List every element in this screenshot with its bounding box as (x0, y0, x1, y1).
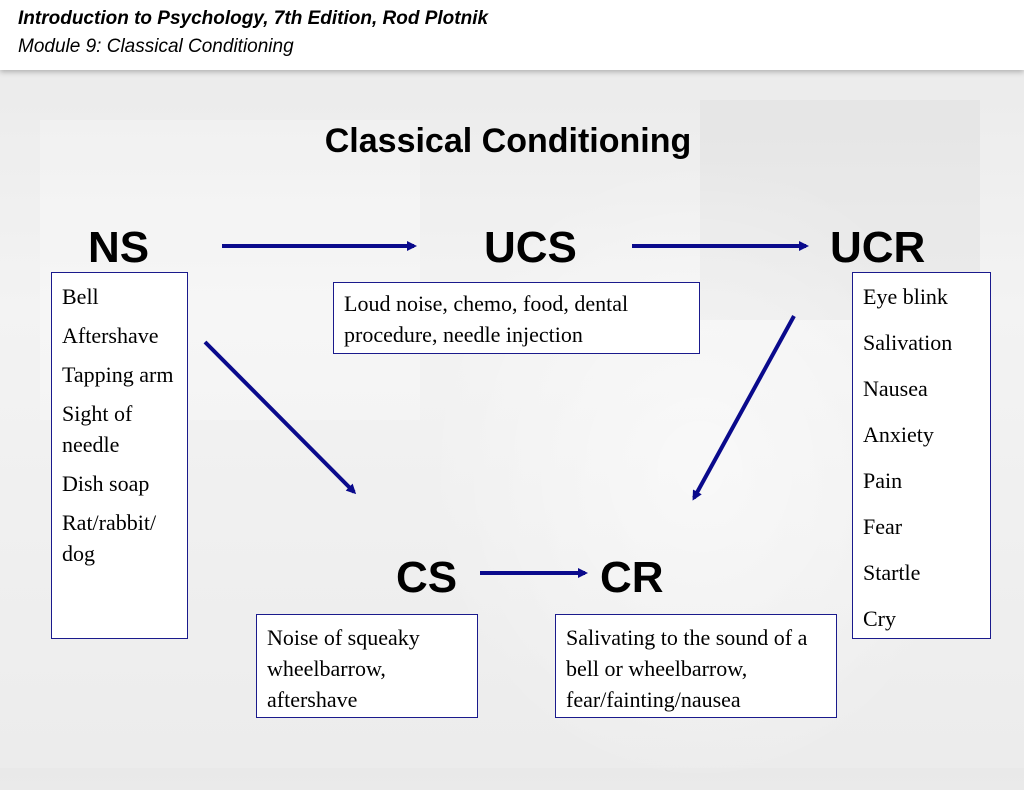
term-ns: NS (88, 223, 150, 272)
ucr-example: Cry (863, 606, 896, 631)
ns-example: Dish soap (62, 471, 150, 496)
ns-example: Sight of needle (62, 401, 133, 457)
ucr-example: Fear (863, 514, 903, 539)
ucr-example: Anxiety (863, 422, 934, 447)
ucr-example: Salivation (863, 330, 953, 355)
ucs-examples-box: Loud noise, chemo, food, dental procedur… (333, 282, 700, 354)
term-cs: CS (396, 553, 458, 602)
term-cr: CR (600, 553, 664, 602)
ns-examples-box: Bell Aftershave Tapping arm Sight of nee… (51, 272, 188, 639)
slide-header: Introduction to Psychology, 7th Edition,… (0, 0, 1024, 70)
term-ucs: UCS (484, 223, 577, 272)
header-book-title: Introduction to Psychology, 7th Edition,… (18, 8, 489, 29)
ns-example: Bell (62, 284, 99, 309)
cr-examples-text: Salivating to the sound of a bell or whe… (566, 625, 808, 712)
ucr-example: Nausea (863, 376, 928, 401)
ucr-examples-box: Eye blink Salivation Nausea Anxiety Pain… (852, 272, 991, 639)
arrows-layer (203, 241, 809, 578)
header-module-title: Module 9: Classical Conditioning (18, 36, 294, 57)
ucr-example: Pain (863, 468, 903, 493)
slide-title: Classical Conditioning (324, 122, 692, 160)
ucr-example: Eye blink (863, 284, 948, 309)
term-ucr: UCR (830, 223, 926, 272)
arrow-ns-to-cs (203, 340, 357, 495)
cs-examples-box: Noise of squeaky wheelbarrow, aftershave (256, 614, 478, 718)
cs-examples-text: Noise of squeaky wheelbarrow, aftershave (267, 625, 420, 712)
ns-example: Rat/rabbit/ dog (62, 510, 157, 566)
cr-examples-box: Salivating to the sound of a bell or whe… (555, 614, 837, 718)
arrow-ucr-to-cr (692, 315, 796, 501)
ns-example: Tapping arm (62, 362, 174, 387)
ns-example: Aftershave (62, 323, 159, 348)
ucr-example: Startle (863, 560, 921, 585)
ucs-examples-text: Loud noise, chemo, food, dental procedur… (344, 291, 629, 347)
